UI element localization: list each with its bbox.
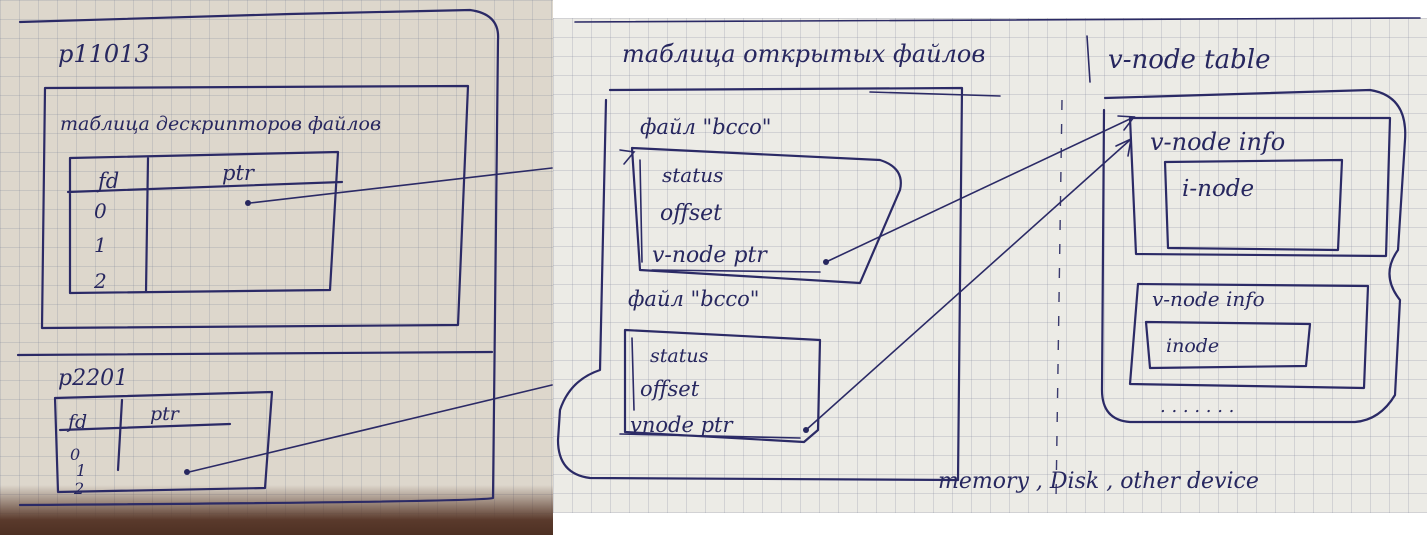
fd-table-title: таблица дескрипторов файлов [60, 113, 381, 135]
inode-2-label: inode [1166, 335, 1219, 357]
vnode-entry-1-box [1128, 116, 1392, 258]
process-frame [18, 8, 500, 507]
file-entry-2-rail [631, 337, 635, 411]
vnode-ptr-dot-1 [823, 259, 829, 265]
fd2-row-1: 1 [76, 461, 86, 480]
ptr-col-header: ptr [222, 161, 256, 185]
vnode-entry-2-box [1128, 282, 1370, 390]
file-entry-1-status: status [662, 163, 723, 187]
vnode-table-title: v-node table [1108, 45, 1270, 75]
fd2-row-0: 0 [70, 445, 80, 464]
storage-footer: memory , Disk , other device [938, 469, 1259, 494]
process-2-pid: p2201 [58, 366, 128, 391]
paper-edge-line [574, 17, 1421, 23]
vnode-entry-2-label: v-node info [1152, 287, 1265, 311]
file-entry-2-underline [619, 433, 801, 439]
fd-row-2: 2 [93, 269, 107, 293]
arrow-ptr-to-file-2 [188, 384, 553, 473]
file-entry-2-vnode-ptr: vnode ptr [630, 413, 734, 437]
arrow-vnode-ptr-2 [805, 139, 1131, 431]
open-file-table-title: таблица открытых файлов [622, 40, 985, 68]
fd-table-box [40, 84, 470, 330]
file-entry-1-box [630, 146, 902, 285]
title-underline [869, 91, 1001, 97]
ptr-col-header-2: ptr [150, 403, 181, 425]
file-entry-1-vnode-ptr: v-node ptr [652, 243, 768, 268]
open-file-table-frame [556, 86, 964, 482]
arrow-vnode-ptr-1 [825, 117, 1133, 263]
fd-grid-2 [53, 390, 274, 494]
vnode-entry-1-label: v-node info [1150, 128, 1285, 156]
arrowhead-vnode-1 [1117, 115, 1136, 131]
ptr-dot-2 [184, 469, 190, 475]
arrowhead-vnode-2 [1115, 137, 1133, 157]
file-entry-2-box [623, 328, 822, 444]
vnode-ptr-dot-2 [803, 427, 809, 433]
arrow-ptr-to-file-1 [249, 167, 553, 204]
file-entry-2-status: status [650, 345, 709, 367]
process-1-pid: p11013 [58, 40, 150, 68]
inode-2-box [1144, 320, 1312, 370]
ptr-dot-1 [245, 200, 251, 206]
fd-col-header: fd [96, 169, 119, 193]
vnode-ellipsis: . . . . . . . [1160, 396, 1234, 417]
fd-row-1: 1 [94, 233, 107, 257]
fd2-row-2: 2 [73, 479, 84, 498]
vnode-table-frame [1100, 88, 1407, 424]
file-entry-2-label: файл "bcco" [628, 287, 759, 311]
title-separator [1086, 35, 1091, 83]
fd-row-0: 0 [94, 199, 107, 223]
inode-1-label: i-node [1182, 176, 1254, 202]
fd-col-header-2: fd [66, 411, 87, 433]
arrowhead-file-1 [619, 149, 636, 165]
fd-grid-1 [66, 150, 344, 295]
memory-disk-separator [1055, 99, 1063, 501]
file-entry-2-offset: offset [640, 377, 700, 401]
inode-1-box [1163, 158, 1344, 252]
process-divider [16, 350, 494, 357]
file-entry-1-offset: offset [660, 201, 722, 226]
file-entry-1-label: файл "bcco" [640, 115, 771, 139]
file-entry-1-rail [639, 159, 643, 263]
file-entry-1-underline [651, 269, 821, 273]
